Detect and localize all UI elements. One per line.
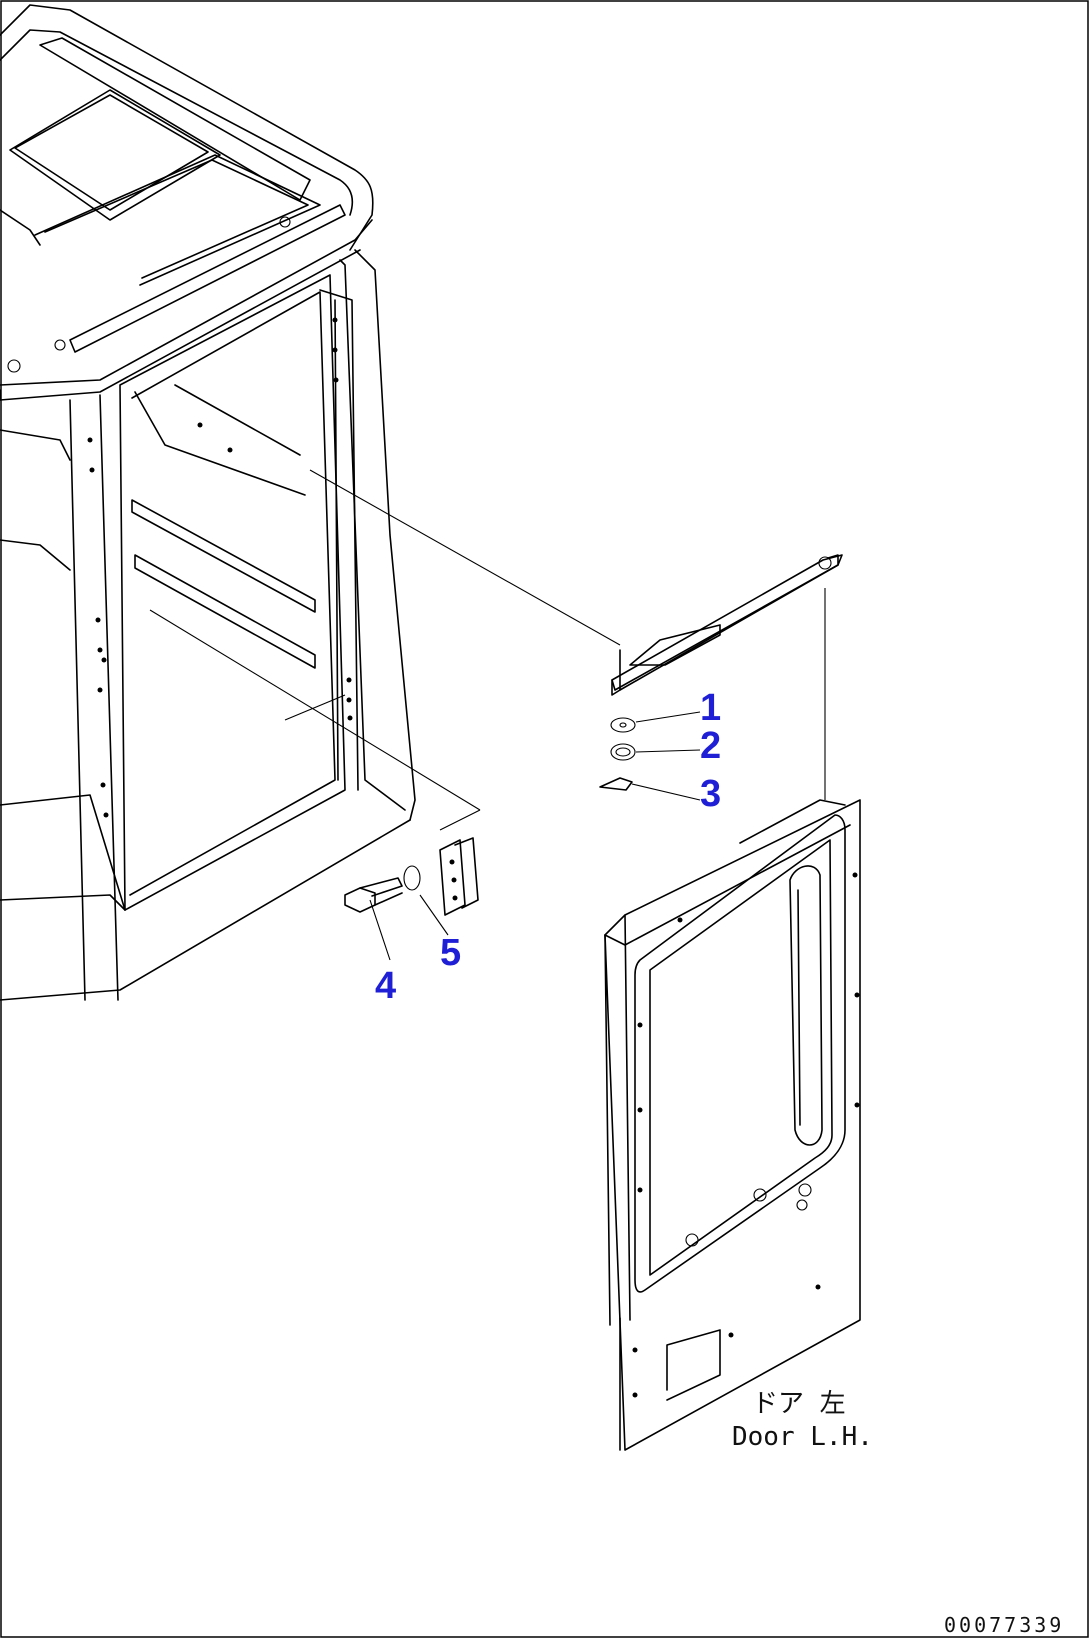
callout-3: 3	[700, 773, 721, 815]
callout-4: 4	[375, 965, 396, 1007]
door-label-japanese: ドア 左	[752, 1389, 846, 1419]
clip-3-part	[599, 777, 633, 791]
cab-body	[0, 4, 416, 1001]
bolt-4-part	[344, 877, 403, 913]
callout-1: 1	[700, 687, 721, 729]
door-label-english: Door L.H.	[732, 1422, 873, 1452]
callout-5: 5	[440, 932, 461, 974]
assembly-lines	[149, 469, 826, 831]
figure-number: 00077339	[944, 1613, 1064, 1637]
washer-2-part	[610, 743, 636, 761]
callout-2: 2	[700, 725, 721, 767]
washer-1-part	[610, 717, 636, 733]
door-panel	[604, 799, 861, 1451]
upper-hinge	[611, 554, 843, 696]
callout-leaders	[369, 711, 701, 961]
washers	[599, 717, 636, 791]
lower-hinge	[439, 837, 479, 916]
washer-5-part	[403, 865, 421, 891]
